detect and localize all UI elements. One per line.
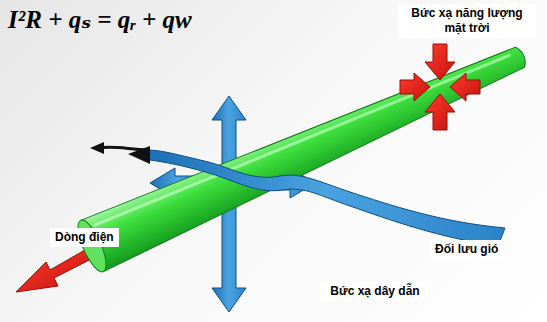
solar-radiation-label: Bức xạ năng lượng mặt trời xyxy=(398,4,536,38)
wind-flow xyxy=(90,142,505,246)
current-label: Dòng điện xyxy=(50,228,119,247)
wind-convection-label: Đối lưu gió xyxy=(430,240,503,259)
solar-radiation-arrow xyxy=(400,44,480,130)
heat-balance-formula: I²R + qₛ = qᵣ + qw xyxy=(8,6,192,34)
conductor-cylinder xyxy=(72,30,535,275)
conductor-radiation-label: Bức xạ dây dẫn xyxy=(320,282,430,301)
